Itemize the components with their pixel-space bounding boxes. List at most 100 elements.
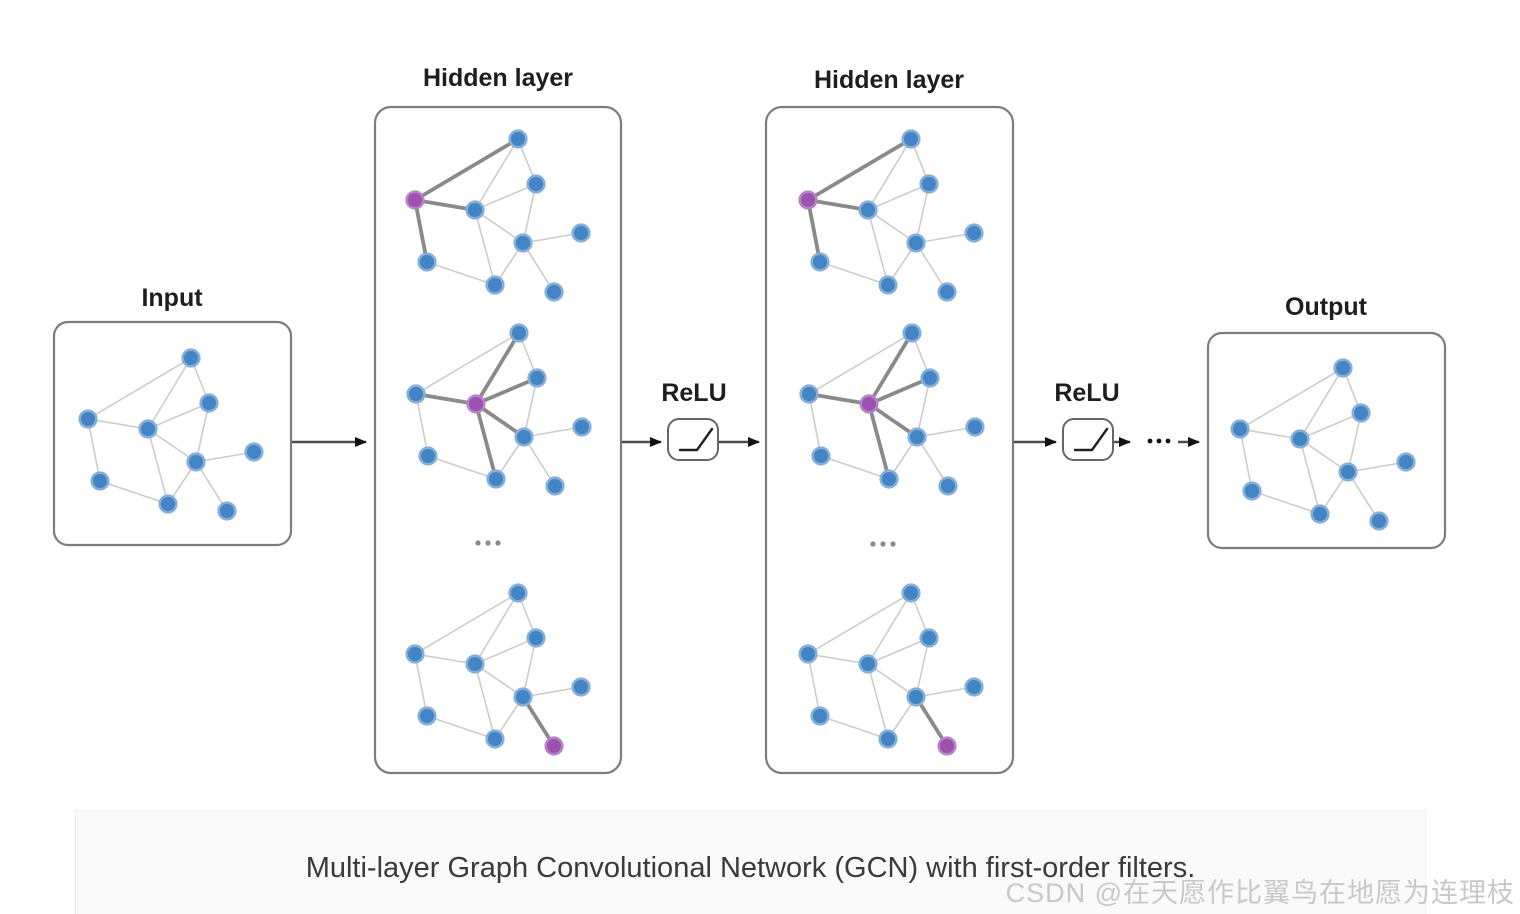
- graph-edge: [1347, 461, 1407, 473]
- graph-node: [486, 469, 506, 489]
- graph-node: [244, 442, 264, 462]
- graph-edge: [87, 418, 149, 430]
- output-box: [1206, 331, 1447, 550]
- graph-edge: [867, 183, 930, 211]
- graph-edge-bold: [806, 198, 822, 264]
- graph-node: [799, 384, 819, 404]
- ellipsis-dot: [485, 540, 491, 546]
- graph-edge: [522, 686, 582, 698]
- csdn-watermark: CSDN @在天愿作比翼鸟在地愿为连理枝: [1005, 878, 1515, 908]
- hidden1-graph-2: [406, 323, 592, 496]
- hidden2-graph-2: [799, 323, 985, 496]
- graph-edge: [87, 418, 101, 482]
- graph-node: [920, 368, 940, 388]
- graph-edge: [1299, 438, 1321, 515]
- graph-edge: [916, 436, 949, 487]
- caption-panel: Multi-layer Graph Convolutional Network …: [75, 810, 1426, 914]
- graph-edge-bold: [474, 376, 539, 406]
- graph-edge: [915, 183, 930, 244]
- graph-edge: [523, 436, 556, 487]
- graph-edge: [415, 393, 429, 457]
- ellipsis-dot: [870, 541, 876, 547]
- graph-edge-bold: [414, 392, 478, 406]
- graph-node: [509, 323, 529, 343]
- graph-edge: [867, 592, 912, 665]
- graph-edge: [474, 183, 537, 211]
- graph-node: [572, 417, 592, 437]
- graph-node: [571, 223, 591, 243]
- graph-node: [90, 471, 110, 491]
- graph-edge: [414, 653, 428, 717]
- graph-edge: [195, 461, 228, 512]
- graph-edge: [819, 715, 889, 740]
- hidden2-ellipsis: [870, 541, 896, 547]
- graph-node: [810, 252, 830, 272]
- hidden1-graph-3: [405, 583, 591, 756]
- graph-node: [181, 348, 201, 368]
- graph-edge-bold: [806, 137, 913, 202]
- graph-edge-bold: [867, 402, 891, 481]
- graph-edge: [1239, 428, 1301, 440]
- graph-node: [526, 174, 546, 194]
- graph-edge: [99, 480, 169, 505]
- hidden-layer1-title: Hidden layer: [422, 64, 574, 92]
- graph-edge: [522, 232, 582, 244]
- graph-node: [1338, 462, 1358, 482]
- graph-edge: [426, 715, 496, 740]
- graph-node: [1396, 452, 1416, 472]
- graph-node: [571, 677, 591, 697]
- graph-edge: [915, 242, 948, 293]
- ellipsis-dot: [1165, 438, 1171, 444]
- graph-edge: [916, 426, 976, 438]
- relu2-label: ReLU: [1054, 379, 1120, 407]
- graph-node: [138, 419, 158, 439]
- graph-edge: [474, 592, 519, 665]
- graph-edge: [522, 183, 537, 244]
- graph-node: [508, 583, 528, 603]
- graph-edge: [915, 637, 930, 698]
- graph-node: [798, 644, 818, 664]
- graph-edge-bold: [474, 402, 526, 439]
- graph-edge: [195, 402, 210, 463]
- graph-node: [902, 323, 922, 343]
- graph-node-highlighted: [466, 394, 486, 414]
- graph-node: [78, 409, 98, 429]
- graph-node: [1242, 481, 1262, 501]
- graph-node: [878, 729, 898, 749]
- relu1-label: ReLU: [661, 379, 727, 407]
- graph-edge: [916, 377, 931, 438]
- graph-edge: [867, 637, 930, 665]
- flow-ellipsis: [1147, 438, 1171, 444]
- graph-node: [158, 494, 178, 514]
- graph-node: [858, 654, 878, 674]
- graph-edge-bold: [867, 376, 932, 406]
- graph-node-highlighted: [544, 736, 564, 756]
- graph-node: [527, 368, 547, 388]
- graph-edge: [474, 209, 524, 244]
- graph-node: [217, 501, 237, 521]
- graph-edge: [523, 377, 538, 438]
- input-box: [52, 320, 293, 547]
- graph-node: [545, 476, 565, 496]
- graph-edge: [867, 138, 912, 211]
- ellipsis-dot: [890, 541, 896, 547]
- graph-node: [514, 427, 534, 447]
- graph-edge: [474, 209, 496, 286]
- graph-edge-bold: [413, 198, 477, 212]
- graph-node: [513, 233, 533, 253]
- graph-edge: [807, 653, 869, 665]
- relu-unit-box: [1062, 418, 1114, 461]
- graph-edge: [414, 592, 519, 655]
- graph-node: [485, 275, 505, 295]
- graph-node: [1310, 504, 1330, 524]
- graph-edge: [474, 663, 524, 698]
- graph-node: [965, 417, 985, 437]
- graph-node: [508, 129, 528, 149]
- graph-edge: [426, 261, 496, 286]
- graph-edge: [87, 357, 192, 420]
- graph-edge-bold: [867, 402, 919, 439]
- ellipsis-dot: [475, 540, 481, 546]
- graph-edge-bold: [521, 695, 556, 748]
- graph-edge: [1299, 367, 1344, 440]
- graph-node: [878, 275, 898, 295]
